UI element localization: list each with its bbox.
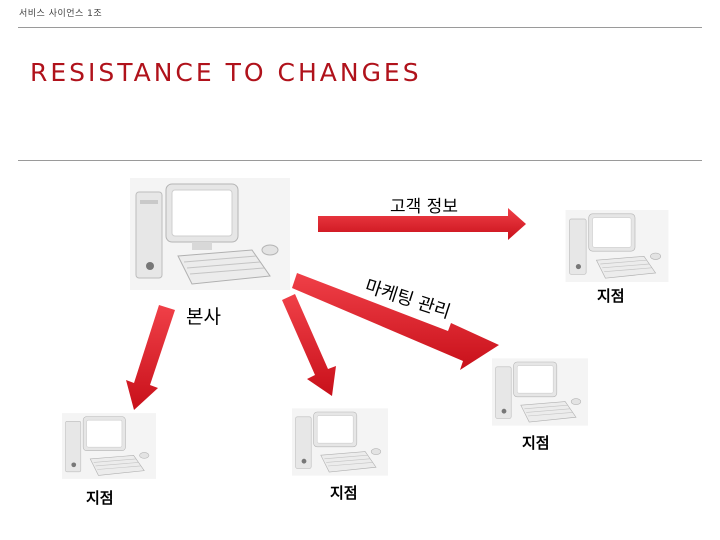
branch-computer-icon-bottom-mid <box>292 408 388 476</box>
branch-label-right: 지점 <box>597 285 625 306</box>
hq-computer-icon <box>130 178 290 290</box>
arrow-hq-to-branch-bottom-left <box>126 305 175 410</box>
branch-computer-icon-mid <box>492 358 588 426</box>
arrow-hq-to-branch-bottom-mid <box>282 294 336 396</box>
arrow-label-customer-info: 고객 정보 <box>390 192 458 217</box>
branch-computer-icon-right <box>565 210 669 282</box>
branch-label-mid: 지점 <box>522 432 550 453</box>
branch-label-bottom-mid: 지점 <box>330 482 358 503</box>
branch-computer-icon-bottom-left <box>62 413 156 479</box>
branch-label-bottom-left: 지점 <box>86 487 114 508</box>
hq-label: 본사 <box>186 302 221 329</box>
